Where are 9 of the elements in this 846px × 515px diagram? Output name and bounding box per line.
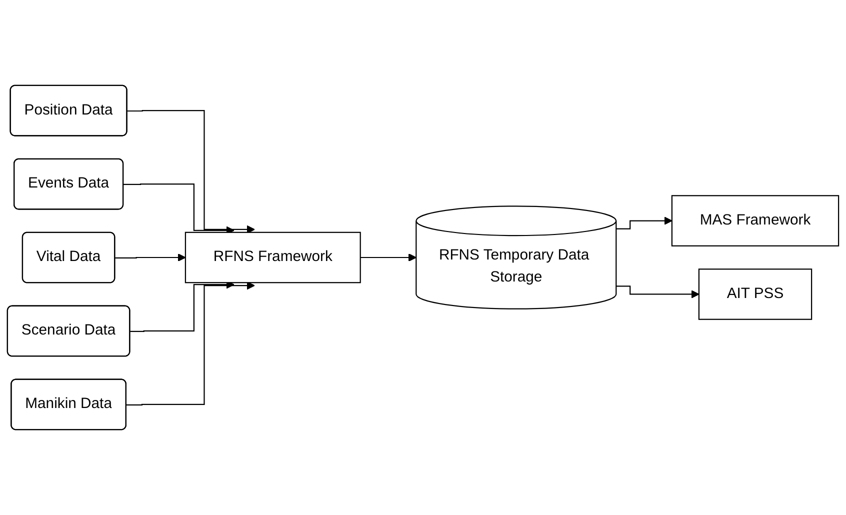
node-box: MAS Framework	[671, 195, 840, 246]
node-box: RFNS Framework	[184, 232, 361, 284]
arrow	[616, 216, 672, 230]
arrow	[127, 110, 255, 234]
arrow	[360, 253, 417, 262]
arrow	[126, 281, 255, 406]
arrow	[115, 253, 186, 262]
arrow	[616, 286, 700, 298]
node-box: AIT PSS	[698, 268, 812, 320]
